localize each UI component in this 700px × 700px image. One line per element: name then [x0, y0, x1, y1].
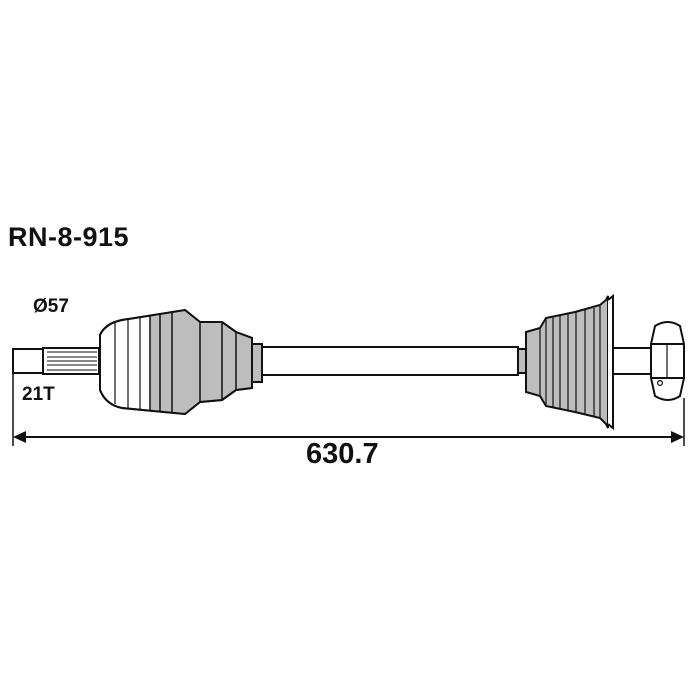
inner-cv-boot [525, 293, 614, 431]
diameter-label: Ø57 [33, 296, 69, 317]
spline-stub [12, 347, 100, 375]
outer-cv-boot [99, 308, 263, 416]
teeth-count-label: 21T [22, 384, 55, 405]
shaft [261, 346, 527, 376]
length-dimension-line [12, 366, 685, 446]
dimension-arrow-left [13, 431, 26, 443]
overall-length-label: 630.7 [306, 438, 379, 470]
part-number: RN-8-915 [8, 222, 130, 252]
dimension-arrow-right [671, 431, 684, 443]
inner-stub [612, 321, 685, 401]
